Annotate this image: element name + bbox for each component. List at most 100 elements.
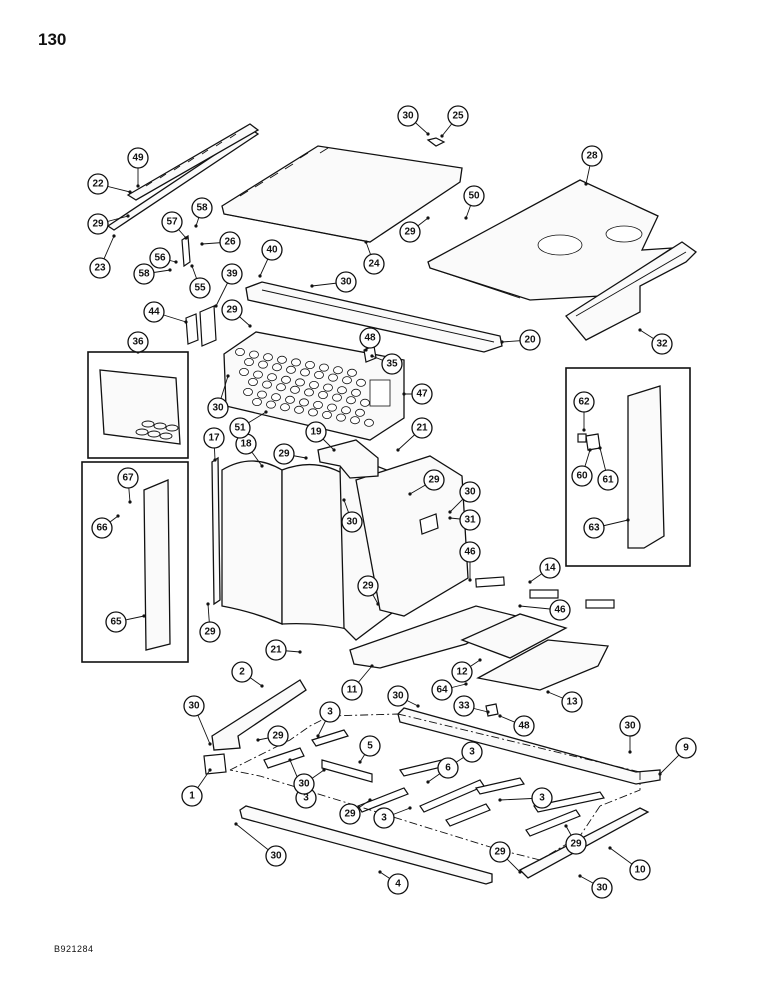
callout-66: 66 [91,517,113,539]
callout-circle [463,185,485,207]
callout-29: 29 [489,841,511,863]
callout-circle [273,443,295,465]
callout-30: 30 [265,845,287,867]
callout-11: 11 [341,679,363,701]
callout-circle [411,383,433,405]
callout-number: 14 [544,563,556,574]
grille-hole [249,350,259,359]
callout-number: 17 [208,433,220,444]
callout-number: 29 [362,581,374,592]
callout-28: 28 [581,145,603,167]
callout-46: 46 [459,541,481,563]
leader-tip [638,328,642,332]
leader-tip [214,304,218,308]
callout-40: 40 [261,239,283,261]
callout-circle [319,701,341,723]
grille-hole [277,355,287,364]
leader-tip [408,492,412,496]
callout-number: 66 [96,523,108,534]
leader-tip [584,182,588,186]
leader-tip [200,242,204,246]
callout-number: 24 [368,259,380,270]
callout-60: 60 [571,465,593,487]
leader-tip [628,750,632,754]
callout-number: 12 [456,667,468,678]
left-side-panel [211,456,353,631]
callout-number: 30 [270,851,282,862]
callout-3: 3 [531,787,553,809]
callout-circle [489,841,511,863]
callout-51: 51 [229,417,251,439]
callout-number: 67 [122,473,134,484]
inset-box-65 [81,461,189,663]
callout-number: 30 [188,701,200,712]
callout-29: 29 [267,725,289,747]
callout-number: 5 [367,741,373,752]
leader-tip [213,458,217,462]
callout-circle [619,715,641,737]
leader-tip [298,650,302,654]
callout-number: 3 [381,813,387,824]
grille-hole [318,390,328,399]
callout-circle [105,611,127,633]
callout-3: 3 [461,741,483,763]
callout-61: 61 [597,469,619,491]
callout-number: 19 [310,427,322,438]
callout-number: 39 [226,269,238,280]
callout-circle [219,231,241,253]
grille-hole [272,363,282,372]
callout-30: 30 [397,105,419,127]
callout-29: 29 [273,443,295,465]
callout-circle [133,263,155,285]
callout-number: 36 [132,337,144,348]
callout-number: 21 [270,645,282,656]
grille-hole [355,408,365,417]
leader-tip [136,184,140,188]
leader-tip [598,446,602,450]
callout-number: 9 [683,743,689,754]
grille-hole [271,393,281,402]
callout-3: 3 [373,807,395,829]
callout-circle [183,695,205,717]
leader-tip [248,324,252,328]
callout-number: 58 [196,203,208,214]
grille-hole [346,396,356,405]
callout-number: 30 [346,517,358,528]
grille-hole [328,373,338,382]
grille-hole [262,380,272,389]
leader-tip [448,510,452,514]
callout-number: 11 [347,685,358,696]
callout-number: 29 [494,847,506,858]
callout-circle [447,105,469,127]
grille-hole [290,385,300,394]
callout-50: 50 [463,185,485,207]
callout-36: 36 [127,331,149,353]
callout-number: 30 [392,691,404,702]
callout-number: 57 [166,217,178,228]
leader-tip [500,340,504,344]
callout-26: 26 [219,231,241,253]
grille-hole [267,373,277,382]
callout-number: 49 [132,153,144,164]
callout-5: 5 [359,735,381,757]
callout-number: 48 [364,333,376,344]
leader-tip [564,824,568,828]
callout-30: 30 [459,481,481,503]
top-channel-strip [106,123,260,231]
callout-10: 10 [629,859,651,881]
grille-hole [266,400,276,409]
leader-tip [116,514,120,518]
callout-circle [459,509,481,531]
grille-hole [327,403,337,412]
leader-tip [402,392,406,396]
grille-hole [364,418,374,427]
callout-circle [357,575,379,597]
callout-58: 58 [191,197,213,219]
callout-circle [531,787,553,809]
callout-number: 3 [539,793,545,804]
callout-circle [221,299,243,321]
callout-number: 6 [445,763,451,774]
callout-3: 3 [319,701,341,723]
leader-tip [426,780,430,784]
grille-hole [350,416,360,425]
